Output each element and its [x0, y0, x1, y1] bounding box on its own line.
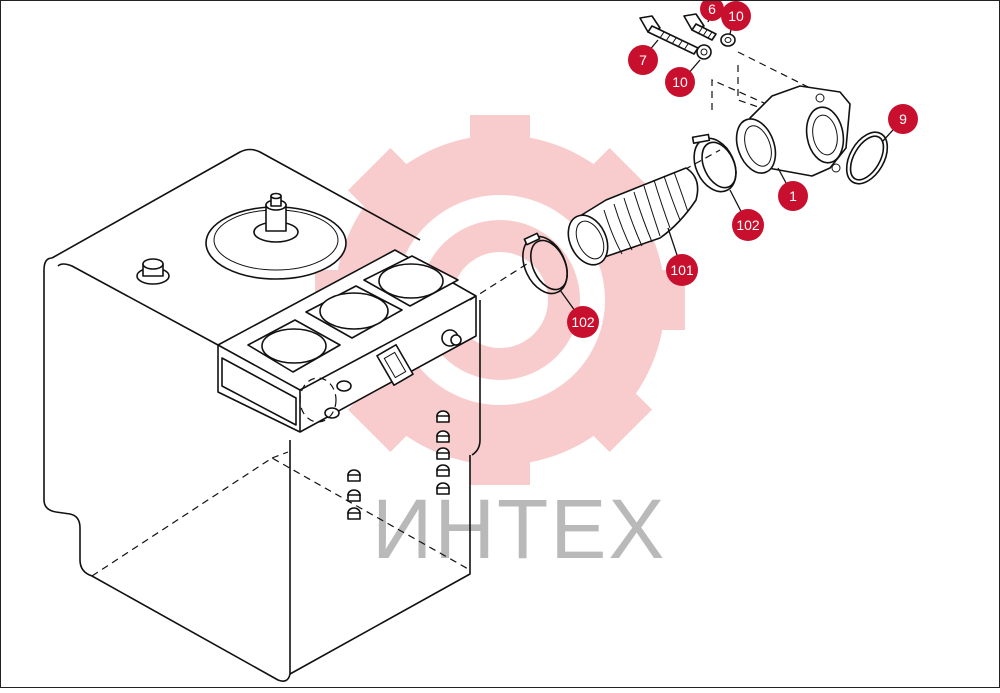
watermark-text: ИНТЕХ	[372, 482, 666, 576]
callout-label: 6	[708, 1, 716, 17]
bellows-hose	[567, 167, 699, 266]
filter-cover-plate	[205, 192, 347, 280]
washer-upper	[720, 33, 736, 47]
callout-label: 102	[571, 314, 595, 330]
hose-clamp-right	[691, 133, 737, 193]
port-fittings	[347, 410, 450, 520]
callout-label: 9	[899, 111, 907, 127]
callout-102-upper: 102	[732, 209, 764, 241]
callout-1: 1	[778, 181, 808, 211]
callout-label: 102	[736, 217, 760, 233]
callout-6: 6	[700, 0, 724, 21]
bolt-long	[639, 15, 699, 55]
callout-7: 7	[628, 45, 658, 75]
callout-10-lower: 10	[665, 67, 695, 97]
valve-block	[217, 249, 477, 433]
hydraulic-tank	[43, 148, 481, 682]
washer-lower	[696, 44, 712, 60]
o-ring	[845, 131, 889, 185]
callout-label: 7	[639, 52, 647, 68]
callout-9: 9	[888, 104, 918, 134]
callout-label: 10	[728, 8, 744, 24]
callout-101: 101	[666, 254, 698, 286]
bolt-short	[683, 13, 717, 41]
callout-102-lower: 102	[567, 306, 599, 338]
callout-label: 10	[672, 74, 688, 90]
hose-clamp-left	[522, 232, 568, 295]
breather-cap	[136, 258, 170, 285]
callout-label: 1	[789, 188, 797, 204]
callout-label: 101	[670, 262, 694, 278]
callout-10-upper: 10	[721, 1, 751, 31]
flange-elbow	[735, 85, 851, 177]
